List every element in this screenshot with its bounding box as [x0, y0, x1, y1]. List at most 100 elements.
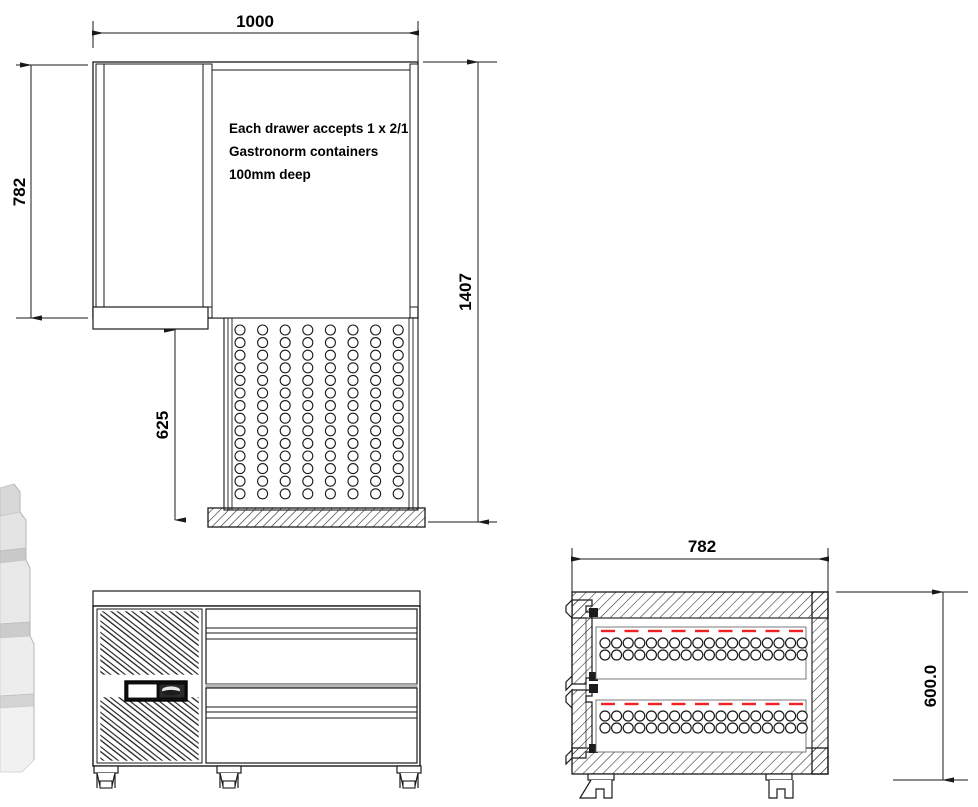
perforation-hole	[392, 475, 404, 487]
dimension-625-label: 625	[153, 411, 172, 439]
drawer-front-lower[interactable]	[205, 687, 418, 764]
perforation-hole	[302, 337, 314, 349]
perforation-hole	[370, 425, 382, 437]
view-front-elevation	[92, 590, 422, 789]
perforation-hole	[279, 450, 291, 462]
perforation-hole	[279, 337, 291, 349]
perforation-hole	[392, 400, 404, 412]
perforation-hole	[610, 722, 623, 734]
perforation-hole	[761, 649, 774, 661]
perforation-hole	[257, 488, 269, 500]
perforation-hole	[302, 463, 314, 475]
perforation-hole	[726, 637, 739, 649]
perforation-hole	[392, 425, 404, 437]
dimension-782-depth-label: 782	[688, 537, 716, 556]
perforation-hole	[715, 722, 727, 734]
perforation-hole	[347, 425, 359, 437]
perforation-hole	[784, 722, 797, 734]
drawer-handle-upper	[565, 598, 573, 692]
perforation-hole	[257, 463, 269, 475]
perforation-hole	[645, 649, 658, 661]
perforation-hole	[703, 637, 716, 649]
perforation-hole	[761, 637, 774, 649]
perforation-hole	[370, 400, 382, 412]
callout-note-line1: Each drawer accepts 1 x 2/1	[229, 121, 409, 136]
perforation-hole	[692, 637, 704, 649]
perforation-hole	[257, 425, 269, 437]
perforation-hole	[784, 637, 797, 649]
perforation-hole	[347, 387, 359, 399]
perforation-hole	[279, 425, 291, 437]
perforation-hole	[773, 722, 785, 734]
perforation-hole	[279, 463, 291, 475]
perforation-hole	[257, 374, 269, 386]
perforation-hole	[599, 710, 611, 722]
perforation-hole	[370, 337, 382, 349]
perforation-hole	[234, 425, 246, 437]
perforation-hole	[692, 649, 704, 661]
perforation-hole	[703, 710, 716, 722]
perforation-hole	[668, 637, 681, 649]
perforation-hole	[370, 488, 382, 500]
perforation-hole	[370, 374, 382, 386]
perforation-hole	[234, 337, 246, 349]
perforation-hole	[599, 649, 611, 661]
shelf-upper	[595, 626, 808, 680]
perforation-hole	[657, 637, 669, 649]
castor-middle	[216, 765, 242, 789]
perforation-hole	[257, 412, 269, 424]
perforation-hole	[761, 710, 774, 722]
perforation-hole	[324, 437, 336, 449]
perforation-hole	[622, 649, 634, 661]
perforation-hole	[234, 437, 246, 449]
perforation-hole	[392, 437, 404, 449]
perforation-hole	[257, 349, 269, 361]
perforated-stand-column	[223, 317, 419, 511]
perforation-hole	[634, 637, 646, 649]
perforation-hole	[234, 374, 246, 386]
perforation-hole	[692, 710, 704, 722]
perforation-hole	[324, 425, 336, 437]
dimension-1407: 1407	[423, 59, 497, 525]
perforation-hole	[347, 349, 359, 361]
dimension-600: 600.0	[836, 589, 968, 783]
perforation-hole	[279, 412, 291, 424]
perforation-hole	[279, 374, 291, 386]
stand-base-plate	[207, 507, 426, 528]
drawer-front-profiles	[565, 598, 598, 766]
perforation-hole	[392, 488, 404, 500]
perforation-hole	[324, 450, 336, 462]
perforation-hole	[392, 463, 404, 475]
control-panel[interactable]	[124, 680, 188, 702]
perforation-hole	[370, 475, 382, 487]
perforation-hole	[324, 412, 336, 424]
perforation-hole	[234, 400, 246, 412]
perforation-hole	[324, 362, 336, 374]
perforation-hole	[302, 324, 314, 336]
perforation-hole	[257, 324, 269, 336]
drawer-front-upper[interactable]	[205, 608, 418, 685]
perforation-hole	[680, 649, 692, 661]
perforation-hole	[347, 400, 359, 412]
perforation-hole	[784, 649, 797, 661]
perforation-hole	[796, 637, 808, 649]
perforation-hole	[726, 710, 739, 722]
cabinet-body	[92, 61, 419, 330]
perforation-hole	[634, 649, 646, 661]
perforation-hole	[370, 437, 382, 449]
perforation-hole	[279, 437, 291, 449]
dimension-782-height: 782	[10, 62, 88, 321]
perforation-hole	[761, 722, 774, 734]
perforation-hole	[392, 362, 404, 374]
perforation-hole	[257, 337, 269, 349]
perforation-hole	[392, 349, 404, 361]
perforation-hole	[279, 349, 291, 361]
dimension-782-height-label: 782	[10, 178, 29, 206]
perforation-hole	[302, 488, 314, 500]
perforation-hole	[715, 649, 727, 661]
perforation-hole	[773, 649, 785, 661]
perforation-hole	[370, 412, 382, 424]
latch-block-3	[589, 684, 598, 693]
perforation-hole	[234, 475, 246, 487]
